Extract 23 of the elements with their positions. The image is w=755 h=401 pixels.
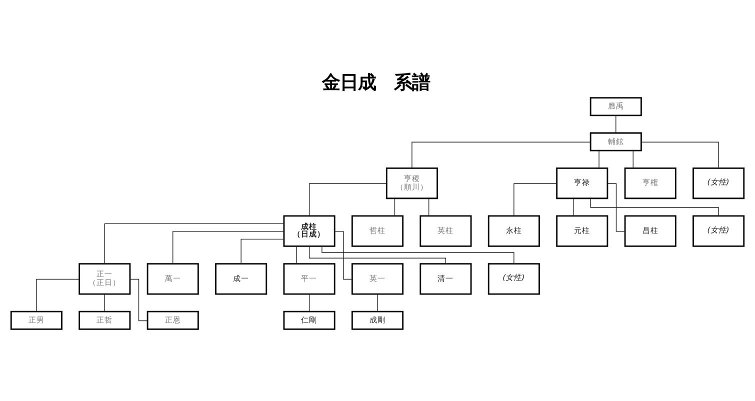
connector [36,278,80,312]
connector [640,142,719,168]
connector [412,142,591,168]
connector [172,231,284,264]
connector [573,198,574,216]
connector [394,198,396,216]
diagram-title: 金日成 系譜 [322,72,430,94]
connector [308,294,310,312]
connector [104,294,105,312]
connector [598,150,600,168]
connector [308,183,387,216]
connector [104,223,284,264]
connector [632,150,634,168]
connector [377,294,378,312]
connector [296,246,297,264]
connector [514,183,558,216]
connector [130,278,148,322]
connector [607,183,626,232]
connector [428,198,430,216]
connector [590,198,719,216]
connector [308,246,446,264]
connector [240,238,284,264]
connector [334,231,353,280]
